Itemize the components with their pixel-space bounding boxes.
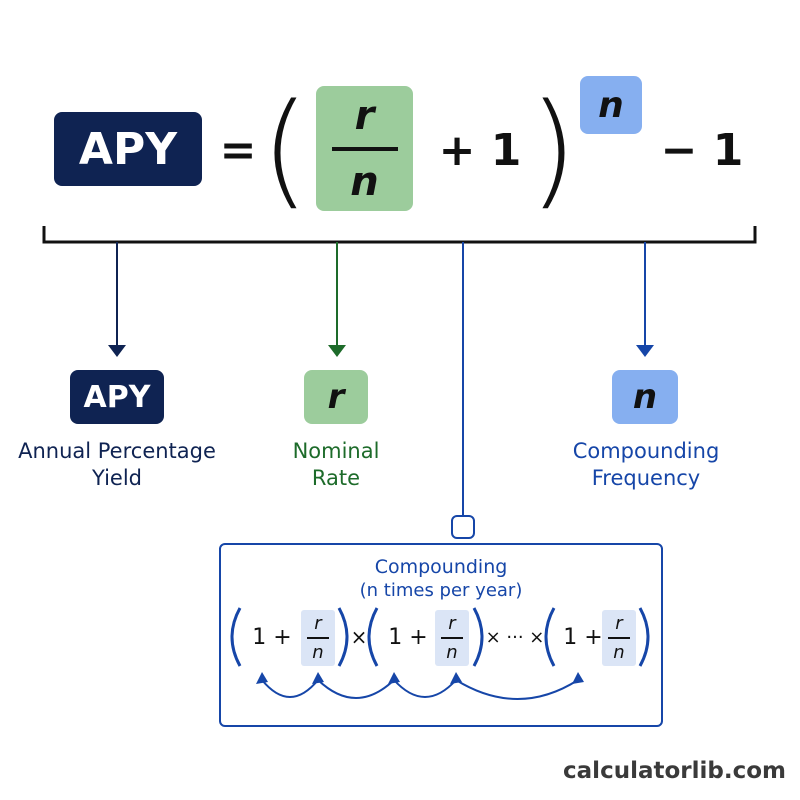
apy-arrow-head: [108, 345, 126, 357]
term3-bar: [608, 637, 630, 639]
exponent-box: [580, 76, 642, 134]
close-paren: ): [528, 78, 578, 222]
term2-n: n: [446, 642, 458, 663]
legend-n-box: [612, 370, 678, 424]
fraction-denominator: n: [350, 159, 379, 205]
open-paren: (: [260, 78, 310, 222]
minus-one: − 1: [660, 124, 744, 176]
brace: [42, 226, 757, 244]
term2-r: r: [448, 613, 456, 634]
legend-r-symbol: r: [327, 377, 345, 417]
apy-formula-text: APY: [78, 123, 178, 175]
term1-bar: [307, 637, 329, 639]
connector-tab: [451, 515, 475, 539]
fraction-numerator: r: [354, 93, 375, 139]
term2-bar: [441, 637, 463, 639]
legend-apy-line2: Yield: [92, 466, 142, 490]
apy-formula-box: APY: [54, 112, 202, 186]
term3-one-plus: 1 +: [563, 624, 603, 650]
legend-apy-line1: Annual Percentage: [18, 439, 216, 463]
legend-r-box: [304, 370, 368, 424]
legend-r-line1: Nominal: [292, 439, 380, 463]
times-sign-1: ×: [350, 625, 368, 649]
legend-n-symbol: n: [632, 377, 658, 417]
legend-apy-box: APY: [70, 370, 164, 424]
term3-r: r: [615, 613, 623, 634]
compounding-arrow-3: [393, 679, 457, 698]
fraction-bar: [332, 147, 398, 151]
legend-r-label: Nominal Rate: [240, 438, 432, 492]
term2-one-plus: 1 +: [388, 624, 428, 650]
compounding-title: Compounding: [374, 556, 508, 578]
legend-n-line1: Compounding: [572, 439, 720, 463]
term1-r: r: [314, 613, 322, 634]
plus-one: + 1: [438, 124, 522, 176]
compounding-arrow-1: [261, 679, 319, 698]
n-arrow-head: [636, 345, 654, 357]
r-arrow-head: [328, 345, 346, 357]
compounding-subtitle: (n times per year): [359, 580, 523, 601]
brand-footer: calculatorlib.com: [563, 758, 786, 784]
exponent-n: n: [598, 84, 624, 126]
legend-apy-label: Annual Percentage Yield: [0, 438, 234, 492]
compounding-arrow-4: [455, 679, 579, 700]
ellipsis-times: × ··· ×: [485, 626, 545, 648]
term1-one-plus: 1 +: [252, 624, 292, 650]
legend-n-line2: Frequency: [591, 466, 701, 490]
legend-r-line2: Rate: [311, 466, 361, 490]
term3-n: n: [613, 642, 625, 663]
legend-n-label: Compounding Frequency: [538, 438, 754, 492]
legend-apy-symbol: APY: [83, 379, 151, 415]
term1-n: n: [312, 642, 324, 663]
equals-sign: =: [219, 124, 257, 176]
compounding-arrow-2: [317, 679, 395, 699]
